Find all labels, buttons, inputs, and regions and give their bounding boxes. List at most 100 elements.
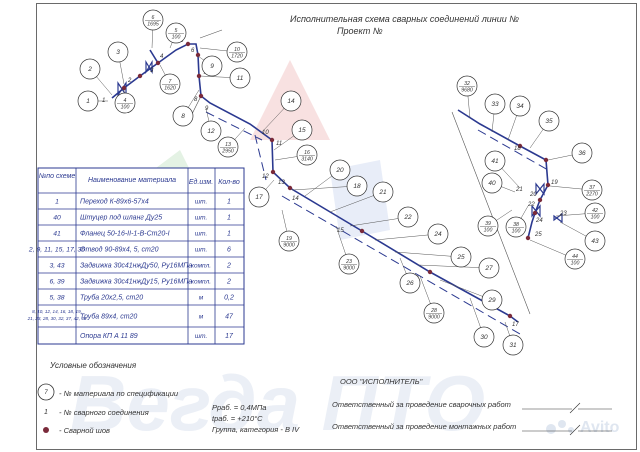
spec-cell-unit: шт. (195, 199, 208, 206)
dash-line (254, 134, 267, 181)
param-group: Группа, категория - В IV (212, 425, 300, 434)
material-callout: 8 (172, 89, 200, 127)
callout-text: 32 (464, 81, 470, 87)
callout-leader (417, 264, 490, 269)
callout-text: 9680 (461, 88, 473, 94)
callout-circle (423, 302, 445, 324)
spec-cell-unit: шт. (195, 333, 208, 340)
weld-label: 21 (515, 187, 523, 193)
material-callout: 11 (199, 67, 251, 89)
callout-text: 9000 (343, 266, 355, 272)
legend-weld-sample: 1 (44, 409, 48, 416)
weld-dot (137, 73, 143, 79)
callout-text: 43 (591, 238, 599, 245)
material-callout: 1 (77, 90, 108, 112)
callout-text: 6 (152, 15, 155, 21)
weld-dot (195, 52, 201, 58)
callout-text: 39 (485, 221, 491, 227)
callout-text: 2950 (221, 149, 234, 155)
weld-label: 9 (205, 106, 209, 112)
callout-text: 5 (175, 28, 178, 34)
spec-cell-unit: компл. (191, 279, 211, 286)
callout-text: 18 (353, 183, 361, 190)
callout-text: 1720 (231, 54, 243, 60)
material-callout: 3 (107, 41, 129, 85)
callout-text: 100 (591, 215, 600, 221)
weld-dot (537, 197, 543, 203)
weld-label: 24 (535, 218, 543, 224)
spec-cell-qty: 47 (225, 314, 234, 321)
material-callout: 24 (374, 223, 449, 245)
callout-circle (481, 289, 503, 311)
weld-labels: 1 2 3 4 5 6 7 8 9 10 11 12 13 14 15 16 1… (102, 38, 567, 328)
spec-cell-name: Труба 89х4, ст20 (80, 313, 137, 321)
spec-cell-unit: компл. (191, 263, 211, 270)
avito-watermark: Avito (546, 419, 620, 436)
material-callouts: 1234100510061695716208910172011121329501… (77, 9, 606, 356)
signatures: ООО "ИСПОЛНИТЕЛЬ" Ответственный за прове… (332, 377, 612, 436)
material-callout: 15 (273, 119, 313, 151)
spec-table-border (37, 167, 245, 345)
weld-label: 15 (337, 228, 344, 234)
spec-cell-name: Фланец 50-16-II-1-В-Ст20-I (80, 231, 170, 238)
weld-dot (269, 137, 275, 143)
spec-cell-no: 8, 10, 12, 14, 16, 18, 19, (32, 309, 82, 314)
callout-circle (77, 90, 99, 112)
dimension-line (199, 29, 223, 39)
spec-cell-qty: 2 (226, 263, 231, 270)
weld-dot (185, 41, 191, 47)
weld-label: 25 (534, 232, 542, 238)
callout-text: 100 (571, 261, 580, 267)
spec-cell-name: Переход К-89х6-57х4 (80, 198, 149, 206)
spec-cell-name: Труба 20х2,5, ст20 (80, 294, 143, 302)
weld-label: 19 (551, 180, 558, 186)
weld-dot (287, 185, 293, 191)
valve-icon (553, 212, 563, 224)
spec-cell-unit: шт. (195, 231, 208, 238)
valve-icon (531, 204, 541, 218)
material-callout: 30 (469, 297, 495, 348)
callout-circle (278, 230, 300, 252)
material-callout: 18 (291, 175, 368, 197)
material-callout: 2 (79, 58, 113, 96)
callout-circle (484, 93, 506, 115)
spec-cell-unit: м (199, 295, 204, 302)
weld-dot (543, 157, 549, 163)
weld-label: 10 (262, 130, 269, 136)
callout-text: 30 (480, 334, 488, 341)
callout-text: 14 (287, 98, 295, 105)
callout-circle (473, 326, 495, 348)
callout-text: 29 (487, 297, 496, 304)
material-callout: 20 (304, 159, 351, 197)
material-callout: 41 (484, 150, 521, 189)
callout-text: 37 (589, 185, 596, 191)
spec-cell-no: 40 (53, 215, 61, 222)
callout-circle (226, 41, 248, 63)
company-name: ООО "ИСПОЛНИТЕЛЬ" (340, 377, 423, 386)
spec-cell-qty: 6 (227, 247, 231, 254)
weld-dot (517, 143, 523, 149)
callout-text: 31 (509, 342, 517, 349)
callout-text: 9000 (283, 243, 295, 249)
callout-circle (248, 186, 270, 208)
callout-circle (399, 272, 421, 294)
callout-text: 12 (207, 128, 215, 135)
callout-circle (584, 202, 606, 224)
spec-cell-no: 2, 9, 11, 15, 17, 36 (28, 247, 85, 254)
weld-label: 18 (514, 146, 521, 152)
callout-circle (107, 41, 129, 63)
spec-cell-name: Задвижка 30с41нжДу15, Ру16МПа (80, 278, 192, 286)
weld-label: 20 (529, 192, 537, 198)
project-number: Проект № (337, 26, 383, 36)
weld-dot (532, 210, 538, 216)
material-callout: 29 (439, 279, 503, 311)
callout-circle (427, 223, 449, 245)
